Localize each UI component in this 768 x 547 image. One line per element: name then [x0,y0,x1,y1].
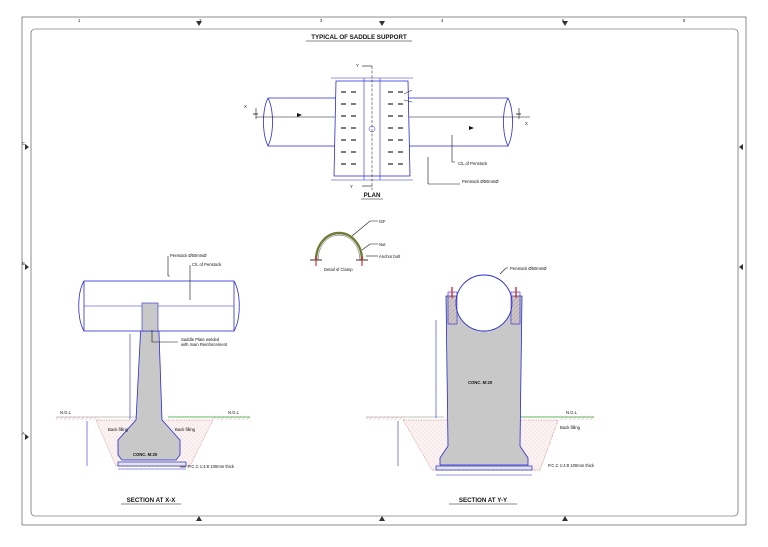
yy-conc-label: CONC. M:20 [468,380,493,385]
clamp-nut-label: Nut [379,242,386,247]
grid-col-6: 6 [683,18,686,23]
plan-axis-y-bottom: Y [350,184,353,189]
yy-pcc-label: P.C.C 1:4:8 100mm thick [548,463,595,468]
yy-backfill-label: Back filling [560,425,581,430]
grid-col-3: 3 [320,18,323,23]
drawing-title: TYPICAL OF SADDLE SUPPORT [311,34,407,41]
xx-cl-label: C/L of Penstock [192,262,222,267]
plan-penstock-label: Penstock Ø50mmØ [462,179,499,184]
xx-ngl-left: N.G.L [60,410,72,415]
plan-axis-x-right: X [525,121,528,126]
grid-col-1: 1 [78,18,81,23]
section-xx-title: SECTION AT X-X [127,497,177,504]
xx-backfill-left: Back filling [108,427,129,432]
plan-cl-label: C/L of Penstock [458,161,488,166]
section-yy-title: SECTION AT Y-Y [459,497,508,504]
xx-conc-label: CONC. M:20 [133,452,158,457]
grid-row-a: A [22,431,25,436]
outer-border [21,16,747,526]
plan-title: PLAN [364,192,381,199]
clamp-title: Detail of Clamp [324,267,353,272]
xx-penstock-label: Penstock Ø50mmØ [170,253,207,258]
inner-border [30,28,739,517]
grid-col-2: 2 [199,18,202,23]
xx-saddle-label: Saddle Plate welded [181,337,220,342]
xx-pcc-label: P.C.C 1:4:8 100mm thick [188,464,235,469]
xx-backfill-right: Back filling [175,427,196,432]
xx-saddle-label-2: with main Reinforcement [181,342,228,347]
grid-markers [25,21,743,521]
clamp-anchor-label: Anchor bolt [379,254,401,259]
plan-axis-y-top: Y [356,63,359,68]
clamp-isf-label: ISF [379,219,386,224]
section-xx-view [56,256,250,470]
xx-ngl-right: N.G.L [228,410,240,415]
plan-axis-x-left: X [244,104,247,109]
clamp-detail [310,220,378,266]
yy-penstock-label: Penstock Ø50mmØ [510,266,547,271]
grid-col-5: 5 [562,18,565,23]
grid-col-4: 4 [441,18,444,23]
grid-row-b: B [22,261,25,266]
yy-ngl-label: N.G.L [566,410,578,415]
section-yy-view [366,267,594,476]
plan-view [253,65,530,190]
grid-row-c: C [22,141,25,146]
